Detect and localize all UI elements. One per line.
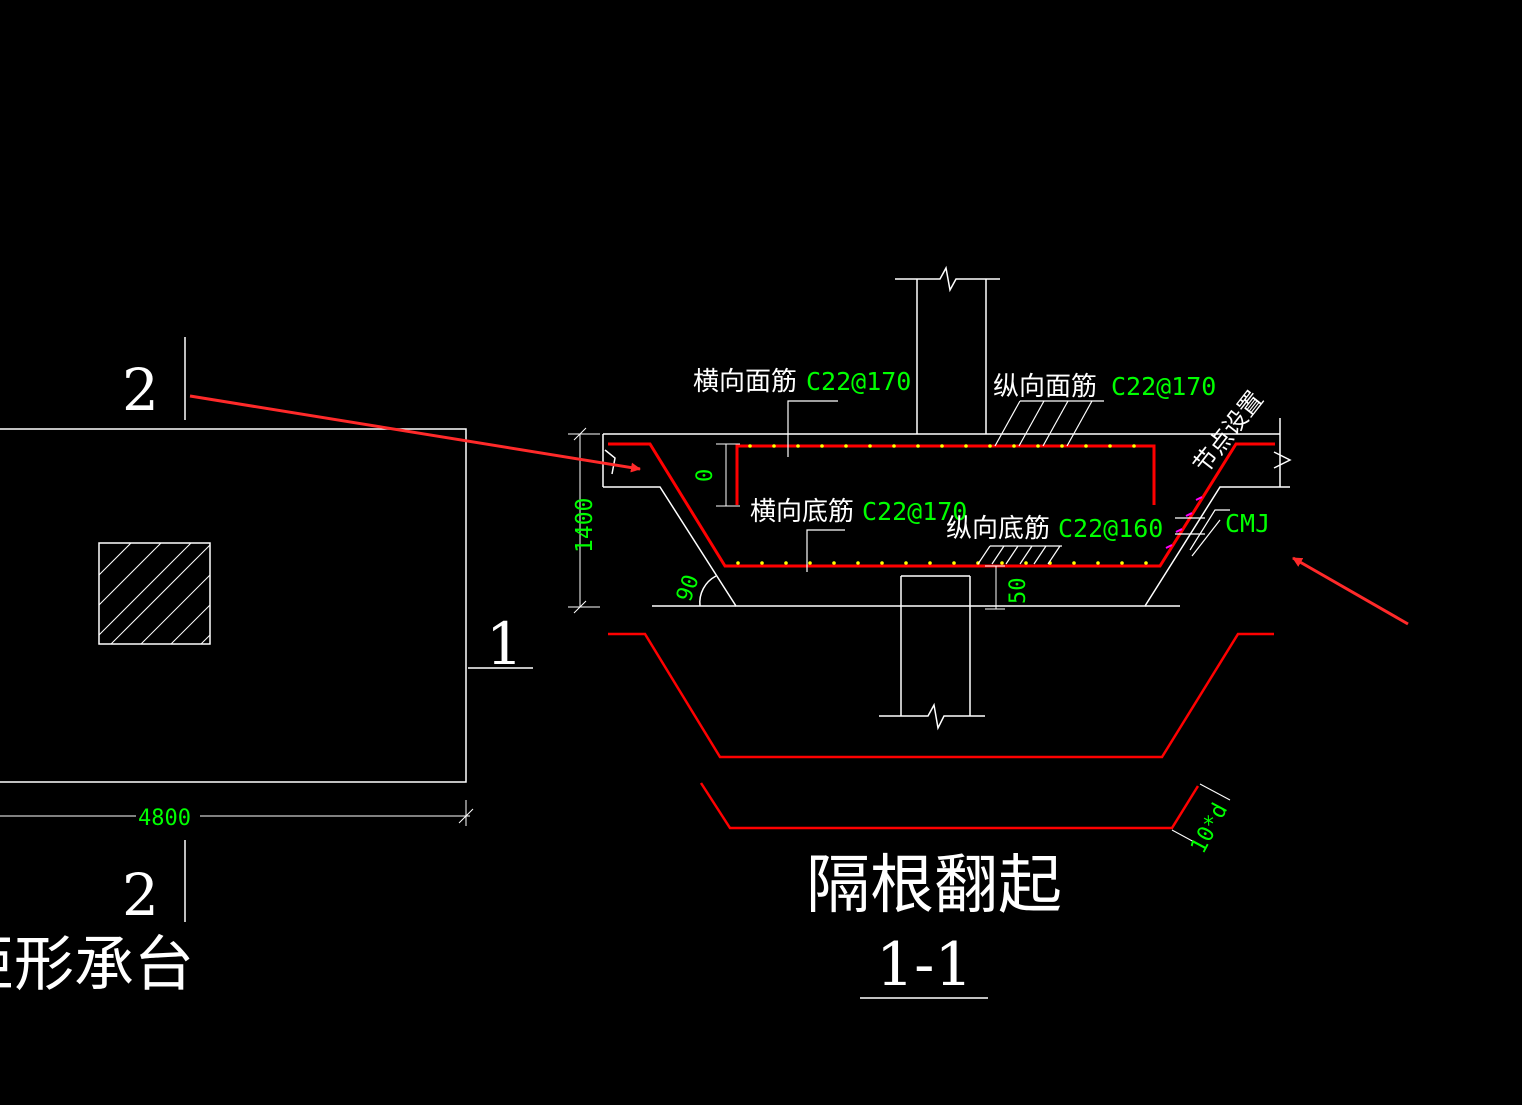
spec-longitudinal-bottom: C22@160 <box>1058 514 1163 543</box>
section-view: 横向面筋 C22@170 纵向面筋 C22@170 横向底筋 C22@170 纵… <box>189 265 1409 1000</box>
label-transverse-bottom: 横向底筋 <box>750 497 854 527</box>
spec-transverse-top: C22@170 <box>806 367 911 396</box>
plan-dim-mask <box>136 804 200 828</box>
column-above <box>895 265 1000 434</box>
spec-longitudinal-top: C22@170 <box>1111 372 1216 401</box>
section-name: 1-1 <box>876 930 973 1000</box>
rebar-dots-top <box>748 444 1136 448</box>
plan-width-dim: 4800 <box>138 806 191 831</box>
plan-title: 矩形承台 <box>0 930 194 1000</box>
plan-cap-outline <box>0 428 467 783</box>
label-transverse-top: 横向面筋 <box>693 367 797 397</box>
section-mark-top: 2 <box>122 356 159 424</box>
label-cmj: CMJ <box>1225 509 1270 538</box>
plan-view: 2 2 1 4800 矩形承台 <box>0 337 533 1000</box>
accent-ticks <box>1165 496 1203 549</box>
dim-hook: 10*d <box>1186 799 1233 858</box>
rebar-bent-detail-1 <box>608 632 1274 759</box>
rebar-dots-bottom <box>736 561 1148 565</box>
dim-zero: 0 <box>693 469 718 482</box>
leaders <box>787 400 1230 572</box>
rebar-main <box>608 442 1275 568</box>
section-title: 隔根翻起 <box>806 849 1062 923</box>
section-mark-bottom: 2 <box>122 861 159 929</box>
dim-cover: 50 <box>1006 578 1031 605</box>
dim-height: 1400 <box>572 498 598 553</box>
plan-dim-tick <box>458 808 474 824</box>
plan-column-hatch <box>98 542 211 645</box>
spec-transverse-bottom: C22@170 <box>862 497 967 526</box>
annotation-arrow-left <box>189 394 641 473</box>
plan-column <box>98 542 211 645</box>
pile-below <box>879 575 985 731</box>
rebar-bent-detail-2 <box>699 782 1200 830</box>
label-longitudinal-top: 纵向面筋 <box>993 372 1097 402</box>
annotation-arrow-right <box>1292 556 1409 626</box>
cap-outline <box>602 418 1292 607</box>
section-mark-right: 1 <box>486 610 523 678</box>
dimensions <box>568 427 1231 844</box>
label-longitudinal-bottom: 纵向底筋 <box>946 514 1050 544</box>
